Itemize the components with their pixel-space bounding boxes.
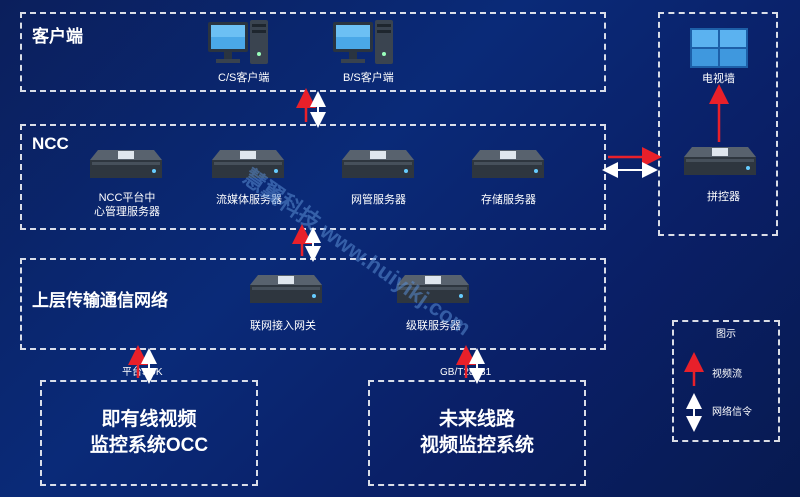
future-title: 未来线路 视频监控系统 <box>368 407 586 459</box>
ncc-center-label-line1: NCC平台中 <box>98 192 156 204</box>
display-section <box>658 12 778 236</box>
splicer-label: 拼控器 <box>707 191 740 203</box>
network-title: 上层传输通信网络 <box>32 291 168 310</box>
cascade-label: 级联服务器 <box>406 320 461 332</box>
future-title-line2: 视频监控系统 <box>419 435 534 456</box>
ncc-center-label-line2: 心管理服务器 <box>94 206 160 218</box>
client-title: 客户端 <box>32 27 83 46</box>
ncc-center-server-label: NCC平台中 心管理服务器 <box>84 191 170 219</box>
gb-interface-label: GB/T28181 <box>440 367 492 378</box>
netmgmt-server-label: 网管服务器 <box>351 194 406 206</box>
occ-title-line1: 即有线视频 <box>101 409 197 430</box>
gateway-label: 联网接入网关 <box>250 320 316 332</box>
ncc-title: NCC <box>32 134 69 153</box>
storage-server-label: 存储服务器 <box>481 194 536 206</box>
bs-client-label: B/S客户端 <box>343 72 394 84</box>
future-title-line1: 未来线路 <box>438 409 515 430</box>
occ-title-line2: 监控系统OCC <box>89 435 209 456</box>
gateway-server-icon <box>250 275 322 303</box>
legend-signal-label: 网络信令 <box>712 407 752 418</box>
stream-server-label: 流媒体服务器 <box>216 194 282 206</box>
storage-server-icon <box>472 150 544 178</box>
netmgmt-server-icon <box>342 150 414 178</box>
tv-wall-label: 电视墙 <box>702 73 735 85</box>
bs-client-computer-icon <box>333 20 393 64</box>
tv-wall-icon <box>690 28 748 68</box>
cs-client-computer-icon <box>208 20 268 64</box>
stream-server-icon <box>212 150 284 178</box>
sdk-interface-label: 平台SDK <box>122 367 163 378</box>
ncc-center-server-icon <box>90 150 162 178</box>
cascade-server-icon <box>397 275 469 303</box>
legend-title: 图示 <box>716 329 736 340</box>
cs-client-label: C/S客户端 <box>218 72 270 84</box>
occ-title: 即有线视频 监控系统OCC <box>40 407 258 459</box>
legend-box <box>672 320 780 442</box>
splicer-server-icon <box>684 147 756 175</box>
legend-video-label: 视频流 <box>712 369 742 380</box>
client-section <box>20 12 606 92</box>
